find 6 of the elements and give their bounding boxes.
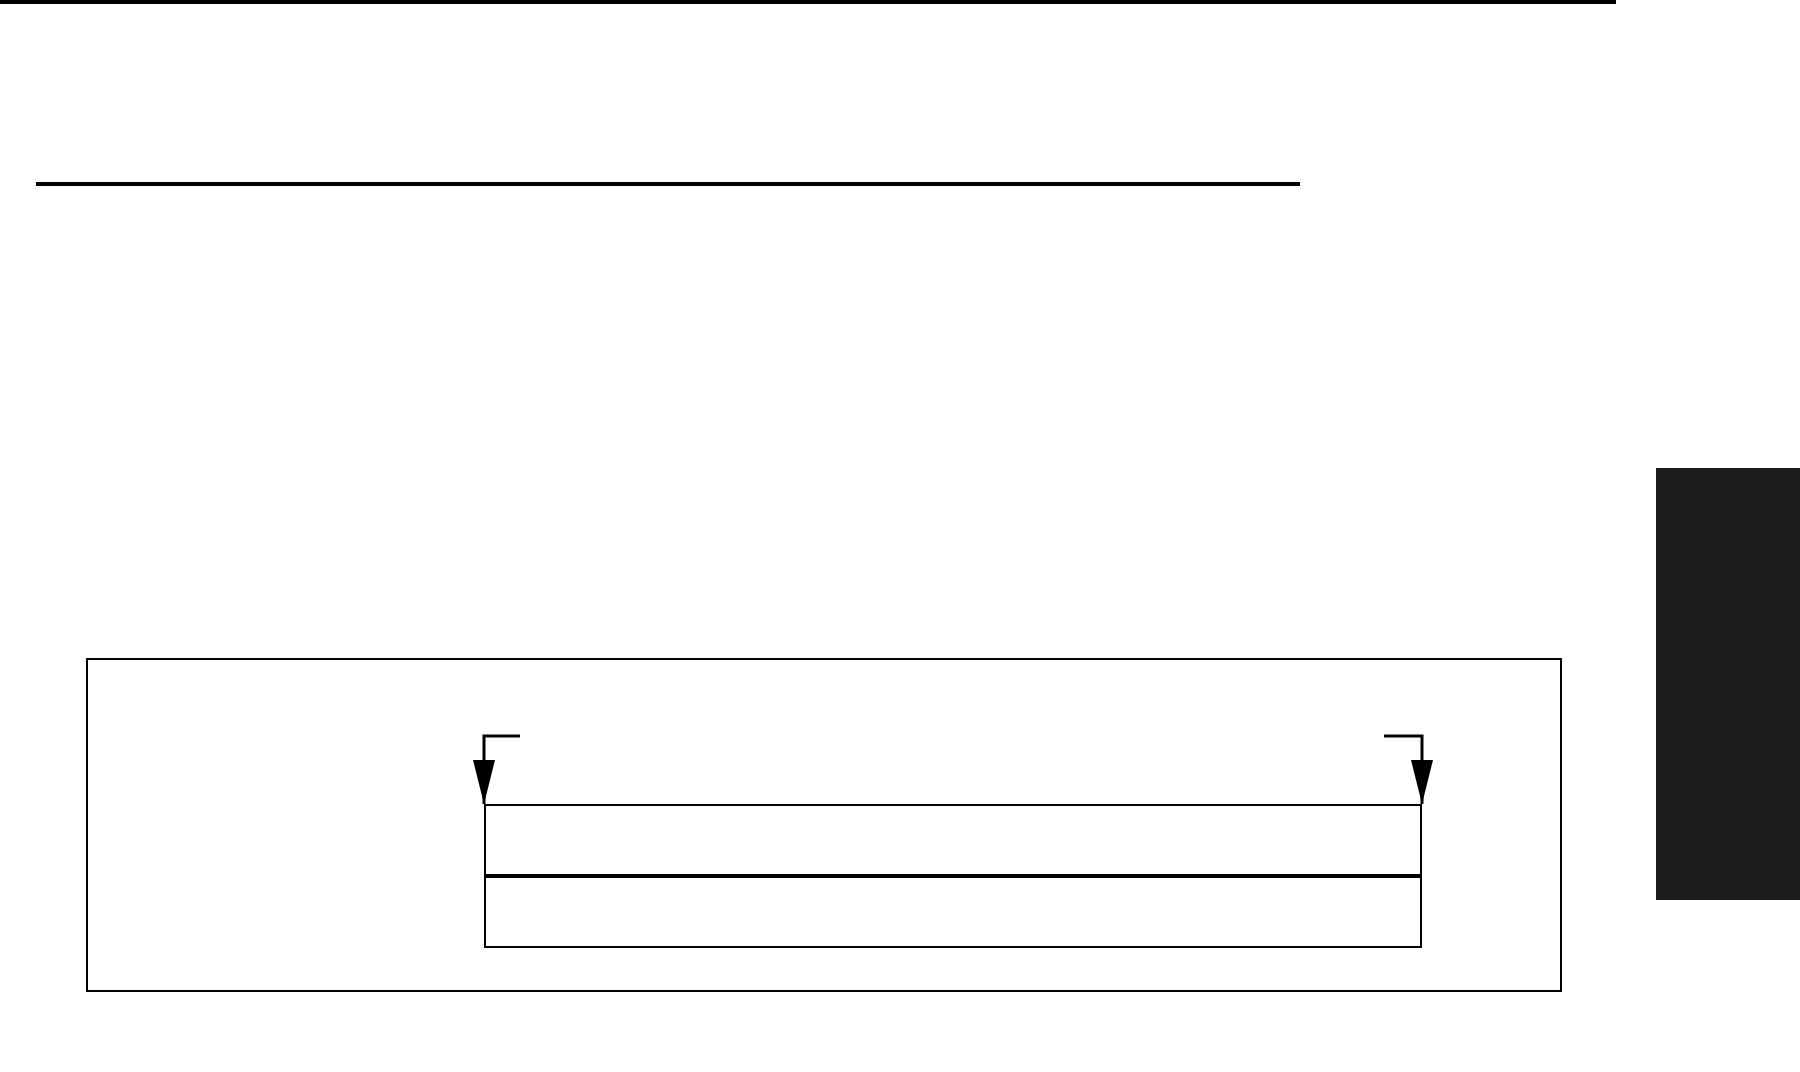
lower-row-box xyxy=(483,874,1421,948)
frame-panel xyxy=(86,658,1562,992)
arrow xyxy=(473,734,520,804)
arrow xyxy=(1384,734,1433,804)
side-tab xyxy=(1656,468,1800,900)
upper-row-box xyxy=(483,803,1421,877)
